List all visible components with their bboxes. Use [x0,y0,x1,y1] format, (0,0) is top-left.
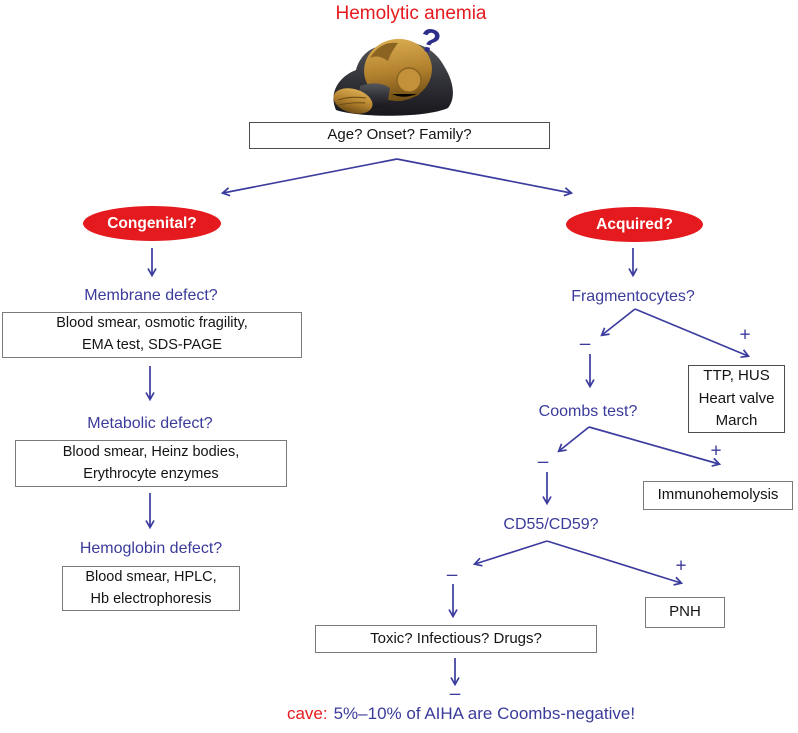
acquired-label: Acquired? [596,215,673,233]
arrow-fragmentocytes-plus [634,308,751,359]
pnh-box: PNH [645,597,725,628]
coombs-plus-sign: + [710,440,722,462]
arrow-cd55-minus [472,540,548,567]
hemoglobin-defect-label: Hemoglobin defect? [79,540,223,557]
cd55-cd59-label: CD55/CD59? [503,516,599,533]
membrane-tests-line2: EMA test, SDS-PAGE [82,337,222,353]
toxic-infectious-drugs-text: Toxic? Infectious? Drugs? [370,629,542,647]
root-question-text: Age? Onset? Family? [327,126,472,144]
cd55-plus-sign: + [675,555,687,577]
membrane-tests-box: Blood smear, osmotic fragility, EMA test… [2,312,302,358]
caption-note-text: 5%–10% of AIHA are Coombs-negative! [333,704,636,723]
arrow-coombs-minus [557,426,590,453]
metabolic-tests-line1: Blood smear, Heinz bodies, [62,443,240,460]
immunohemolysis-text: Immunohemolysis [657,486,779,504]
hemoglobin-tests-line2: Hb electrophoresis [90,590,212,607]
thinker-statue-image [333,38,453,116]
caption-cave-prefix: cave: [286,704,328,723]
fragmentocytes-label: Fragmentocytes? [571,288,695,305]
congenital-label: Congenital? [107,214,197,232]
hemoglobin-tests-box: Blood smear, HPLC, Hb electrophoresis [62,566,240,611]
immunohemolysis-box: Immunohemolysis [643,481,793,510]
membrane-defect-label: Membrane defect? [84,287,218,304]
arrow-root-to-congenital [220,158,398,197]
fragmentocytes-minus-sign: – [579,333,591,355]
ttp-hus-box: TTP, HUS Heart valve March [688,365,785,433]
root-question-box: Age? Onset? Family? [249,122,550,149]
page-title: Hemolytic anemia [335,3,487,24]
acquired-ellipse: Acquired? [566,207,703,242]
metabolic-tests-line2: Erythrocyte enzymes [83,465,219,482]
congenital-ellipse: Congenital? [83,206,221,241]
metabolic-defect-label: Metabolic defect? [87,415,213,432]
coombs-minus-sign: – [537,451,549,473]
fragmentocytes-plus-sign: + [739,324,751,346]
pnh-text: PNH [669,603,701,621]
arrow-root-to-acquired [396,158,574,197]
arrow-cd55-plus [546,540,684,586]
metabolic-tests-box: Blood smear, Heinz bodies, Erythrocyte e… [15,440,287,487]
caption: cave: 5%–10% of AIHA are Coombs-negative! [287,704,635,724]
cd55-minus-sign: – [446,564,458,586]
final-minus-sign: – [449,683,461,705]
ttp-line2: Heart valve [698,389,775,407]
ttp-line3: March [715,412,758,430]
toxic-infectious-drugs-box: Toxic? Infectious? Drugs? [315,625,597,653]
hemoglobin-tests-line1: Blood smear, HPLC, [85,568,217,585]
coombs-test-label: Coombs test? [538,403,638,420]
ttp-line1: TTP, HUS [703,367,770,385]
arrow-fragmentocytes-minus [600,308,636,337]
membrane-tests-line1: Blood smear, osmotic fragility, [56,315,248,332]
